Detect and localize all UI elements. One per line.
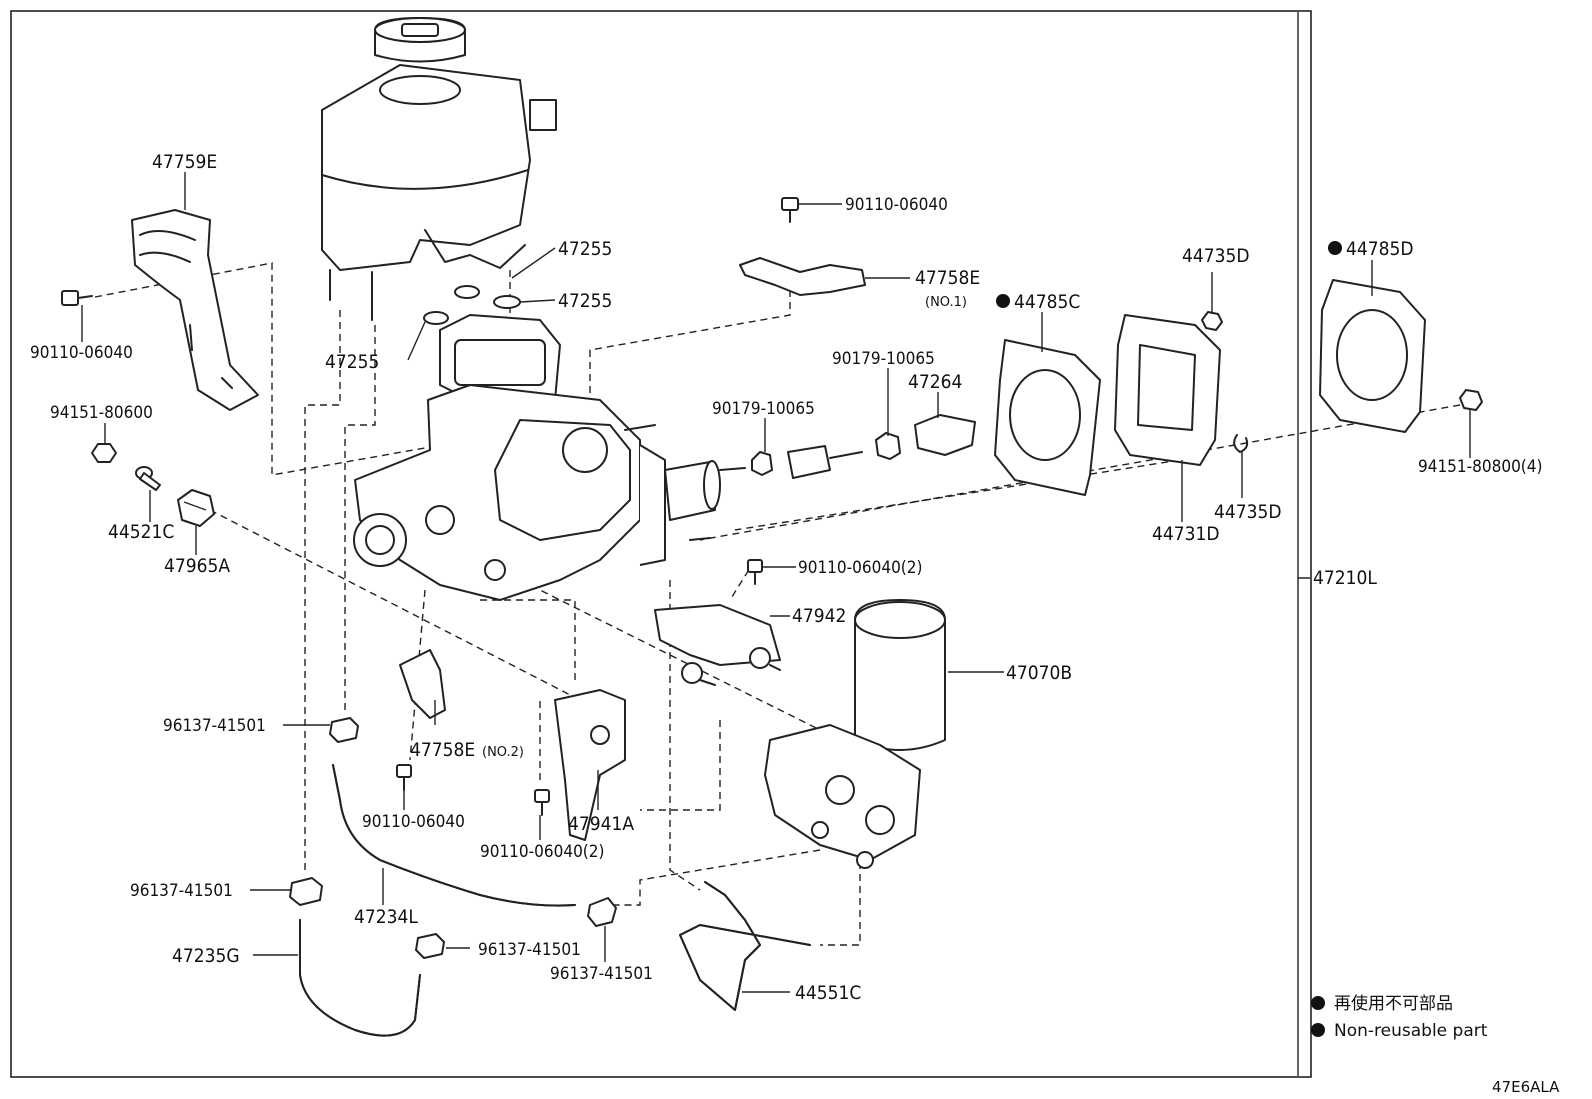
gasket-44785C <box>994 339 1101 496</box>
label-94151-80600: 94151-80600 <box>50 403 153 423</box>
reservoir-tank <box>321 64 557 321</box>
nut-44735D-a <box>1201 311 1223 331</box>
spacer-90179-10065-b <box>787 432 901 479</box>
clamp-96137-41501-a <box>329 717 359 743</box>
tube-44551C-inner <box>679 881 811 1011</box>
label-96137-41501-d: 96137-41501 <box>550 964 653 984</box>
legend: 再使用不可部品 Non-reusable part <box>1311 993 1488 1041</box>
label-47965A: 47965A <box>164 555 230 577</box>
part-labels: 47759E 90110-06040 94151-80600 44521C 47… <box>30 151 1542 1004</box>
pump-motor-47070B <box>764 599 946 869</box>
label-47255-b: 47255 <box>558 290 612 312</box>
non-reusable-marker-44785C <box>996 294 1010 308</box>
label-47235G: 47235G <box>172 945 240 967</box>
nut-90179-10065-a <box>751 451 773 476</box>
label-47255-c: 47255 <box>325 351 379 373</box>
grommet-47255-a <box>454 285 480 299</box>
label-47758E-no1: 47758E <box>915 267 980 289</box>
legend-text-en: Non-reusable part <box>1334 1021 1488 1041</box>
hose-47234L-inner <box>332 764 576 907</box>
legend-marker-jp <box>1311 996 1325 1010</box>
bracket-47941A <box>554 689 626 841</box>
bolt-90110-06040-d <box>396 764 412 791</box>
hose-47234L <box>332 764 576 907</box>
gasket-44785D <box>1319 279 1426 433</box>
label-47234L: 47234L <box>354 906 418 928</box>
label-96137-41501-a: 96137-41501 <box>163 716 266 736</box>
bracket-47759E <box>131 209 259 411</box>
label-44785C: 44785C <box>1014 291 1080 313</box>
grommet-47255-c <box>423 311 449 325</box>
hose-47235G-inner <box>299 919 421 1037</box>
clip-44735D-b <box>1233 434 1249 453</box>
label-44785D: 44785D <box>1346 238 1414 260</box>
label-47758E-no2-note: (NO.2) <box>482 745 524 760</box>
bracket-47942 <box>654 604 781 686</box>
clamp-96137-41501-c <box>415 933 445 959</box>
label-47942: 47942 <box>792 605 846 627</box>
label-94151-80800: 94151-80800(4) <box>1418 457 1542 477</box>
hose-47235G <box>299 919 421 1037</box>
legend-text-jp: 再使用不可部品 <box>1334 993 1453 1014</box>
label-44521C: 44521C <box>108 521 174 543</box>
label-44735D-a: 44735D <box>1182 245 1250 267</box>
label-90110-06040-c: 90110-06040(2) <box>798 558 922 578</box>
bolt-90110-06040-b <box>781 197 799 223</box>
figure-code: 47E6ALA <box>1492 1078 1560 1096</box>
reservoir-cap <box>374 17 466 63</box>
label-96137-41501-b: 96137-41501 <box>130 881 233 901</box>
grommet-47255-b <box>493 295 521 309</box>
plate-44731D <box>1114 314 1221 466</box>
bracket-47758E-no2 <box>399 649 446 719</box>
label-90110-06040-b: 90110-06040 <box>845 195 948 215</box>
label-96137-41501-c: 96137-41501 <box>478 940 581 960</box>
label-47759E: 47759E <box>152 151 217 173</box>
label-47070B: 47070B <box>1006 662 1072 684</box>
label-47210L: 47210L <box>1313 567 1377 589</box>
legend-marker-en <box>1311 1023 1325 1037</box>
label-90110-06040-d: 90110-06040 <box>362 812 465 832</box>
label-47264: 47264 <box>908 371 962 393</box>
bracket-47264 <box>914 414 976 456</box>
leader-lines <box>81 12 1471 1076</box>
bracket-47758E-no1 <box>739 257 866 296</box>
tube-44551C <box>679 881 811 1011</box>
nut-94151-80600 <box>91 443 117 463</box>
bolt-90110-06040-a <box>61 290 93 306</box>
label-44551C: 44551C <box>795 982 861 1004</box>
clamp-96137-41501-b <box>289 877 323 906</box>
actuator-body <box>353 314 746 601</box>
label-90110-06040-e: 90110-06040(2) <box>480 842 604 862</box>
non-reusable-marker-44785D <box>1328 241 1342 255</box>
label-90179-10065-a: 90179-10065 <box>712 399 815 419</box>
bolt-90110-06040-e <box>534 789 550 816</box>
assembly-lines <box>94 262 1461 946</box>
diagram-frame <box>10 10 1312 1078</box>
label-44735D-b: 44735D <box>1214 501 1282 523</box>
label-47255-a: 47255 <box>558 238 612 260</box>
nut-94151-80800 <box>1459 389 1483 411</box>
pin-44521C <box>135 466 161 491</box>
label-47941A: 47941A <box>568 813 634 835</box>
cap-47965A <box>177 489 215 527</box>
clamp-96137-41501-d <box>587 897 617 927</box>
label-47758E-no2: 47758E <box>410 739 475 761</box>
label-44731D: 44731D <box>1152 523 1220 545</box>
label-90110-06040-a: 90110-06040 <box>30 343 133 363</box>
bolt-90110-06040-c <box>747 559 763 585</box>
label-47758E-no1-note: (NO.1) <box>925 295 967 310</box>
label-90179-10065-b: 90179-10065 <box>832 349 935 369</box>
